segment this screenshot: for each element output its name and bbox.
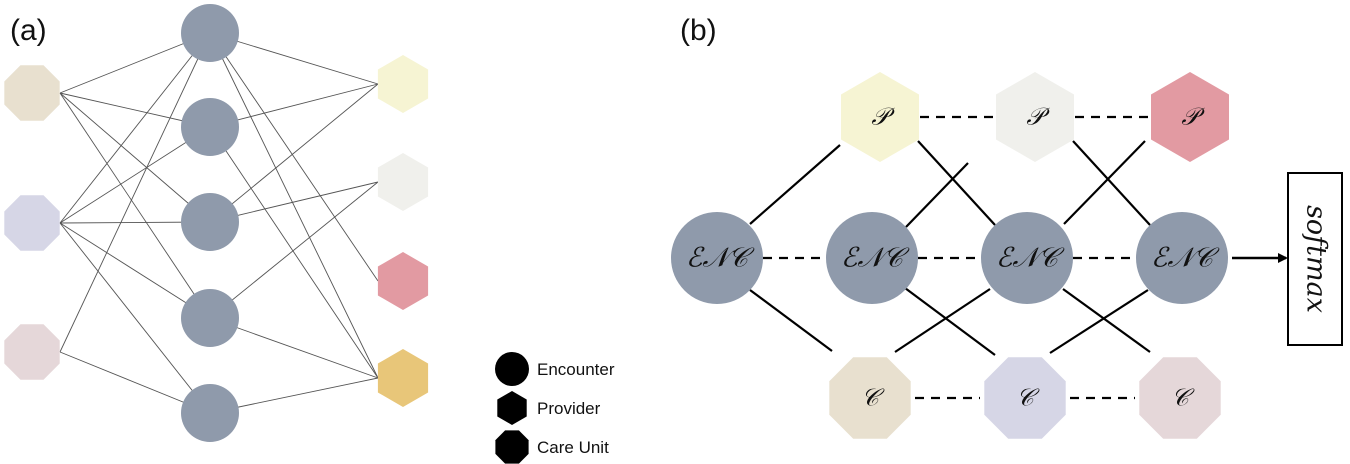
model-edge: [749, 144, 841, 225]
encounter-label: ℰ𝒩𝒞: [841, 243, 910, 274]
model-edge: [904, 287, 996, 356]
graph-edge: [209, 32, 379, 85]
encounter-label: ℰ𝒩𝒞: [1151, 243, 1220, 274]
provider-node: [996, 72, 1074, 162]
encounter-label: ℰ𝒩𝒞: [686, 243, 755, 274]
encounter-node: [181, 289, 239, 347]
graph-edge: [59, 32, 211, 224]
graph-edge: [209, 32, 379, 282]
encounter-node: [181, 193, 239, 251]
model-edge: [894, 288, 991, 353]
provider-node: [377, 153, 429, 211]
legend-item: Provider: [497, 391, 601, 425]
panel-a-label: (a): [10, 14, 47, 47]
legend-label: Provider: [537, 399, 601, 418]
graph-edge: [209, 126, 379, 379]
provider-node: [377, 349, 429, 407]
graph-edge: [209, 181, 379, 319]
legend-item: Care Unit: [495, 430, 609, 464]
graph-nodes: [4, 4, 429, 442]
encounter-node: [1136, 212, 1228, 304]
softmax-box: [1287, 172, 1343, 346]
provider-node: [1151, 72, 1229, 162]
graph-edge: [59, 222, 211, 414]
octagon-icon: [495, 430, 529, 464]
model-edge: [905, 162, 969, 228]
encounter-node: [181, 4, 239, 62]
encounter-node: [671, 212, 763, 304]
model-edge: [1049, 289, 1149, 354]
encounter-node: [981, 212, 1073, 304]
model-edge: [749, 289, 833, 352]
graph-edge: [59, 92, 211, 223]
care-unit-node: [4, 65, 60, 121]
model-edge: [917, 140, 996, 226]
legend-item: Encounter: [495, 352, 615, 386]
encounter-node: [826, 212, 918, 304]
encounter-label: ℰ𝒩𝒞: [996, 243, 1065, 274]
care-unit-node: [1139, 357, 1221, 439]
model-edge: [1072, 140, 1151, 226]
care-unit-node: [4, 324, 60, 380]
graph-edge: [209, 317, 379, 379]
graph-edge: [209, 32, 379, 379]
graph-edges: [59, 32, 379, 414]
graph-edge: [209, 83, 379, 223]
softmax-output: softmax: [1232, 172, 1343, 346]
legend-label: Encounter: [537, 360, 615, 379]
circle-icon: [495, 352, 529, 386]
panel-b-label: (b): [680, 14, 717, 47]
encounter-node: [181, 98, 239, 156]
care-unit-node: [4, 195, 60, 251]
legend-label: Care Unit: [537, 438, 609, 457]
care-unit-node: [984, 357, 1066, 439]
graph-edge: [59, 222, 211, 319]
model-edges: [749, 115, 1151, 400]
graph-edge: [59, 92, 211, 319]
provider-node: [377, 55, 429, 113]
model-edge: [1062, 288, 1151, 353]
softmax-label: softmax: [1301, 205, 1332, 313]
care-unit-node: [829, 357, 911, 439]
hexagon-icon: [497, 391, 527, 425]
graph-edge: [59, 126, 211, 224]
provider-node: [841, 72, 919, 162]
provider-node: [377, 252, 429, 310]
graph-edge: [59, 32, 211, 353]
encounter-node: [181, 384, 239, 442]
model-edge: [1063, 140, 1146, 225]
